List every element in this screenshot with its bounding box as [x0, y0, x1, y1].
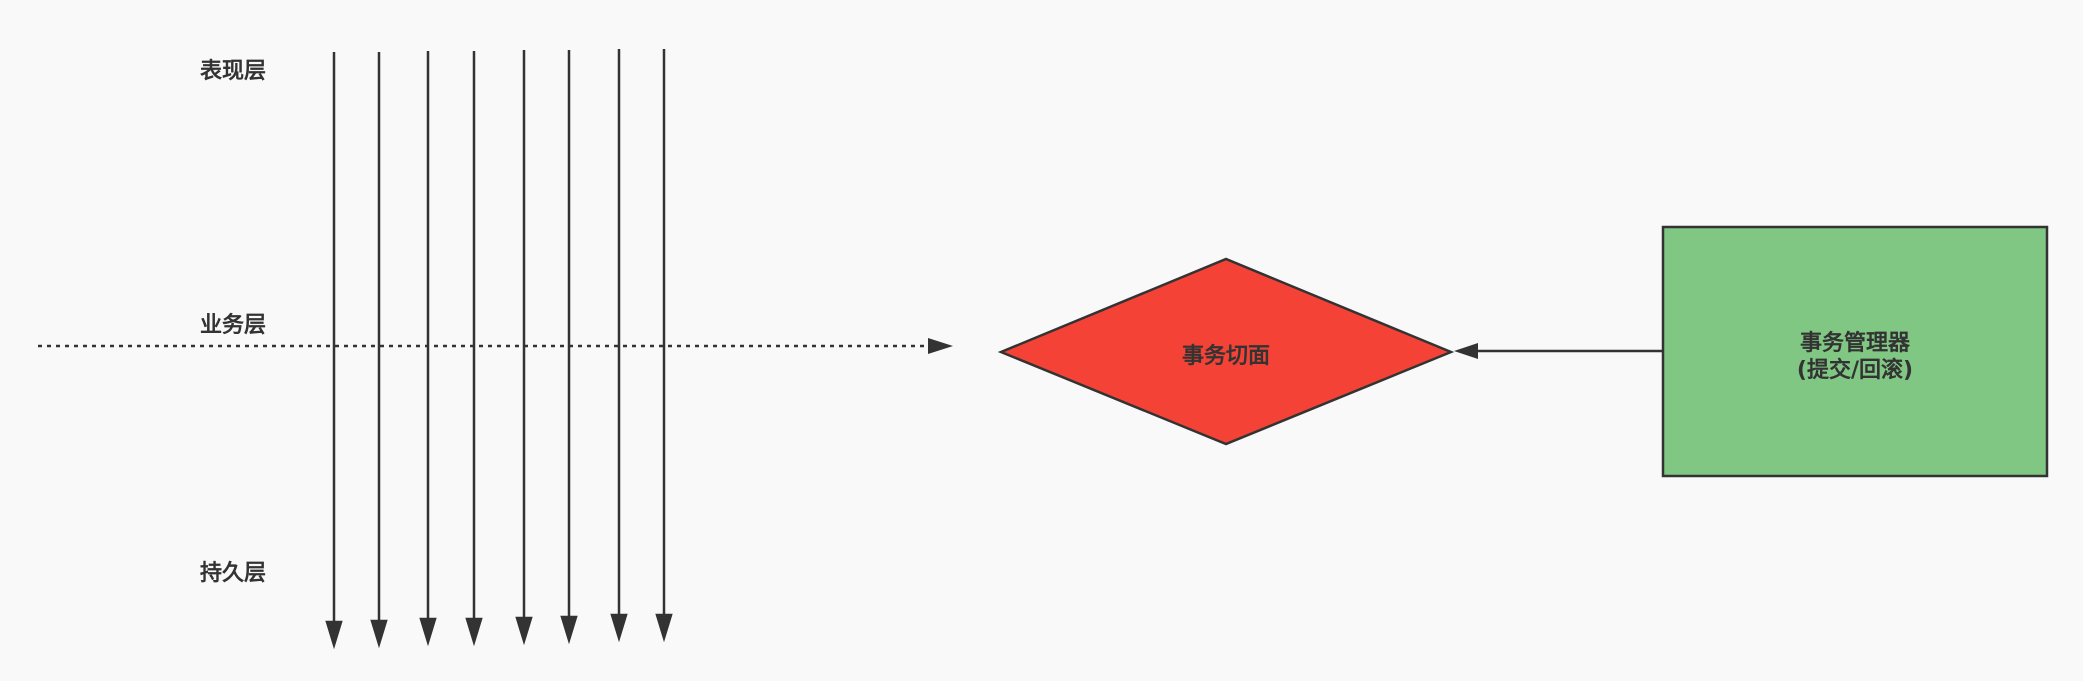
request-flow-arrowhead [610, 613, 628, 643]
manager-to-aspect-arrowhead [1454, 343, 1478, 359]
request-flow-arrowhead [370, 619, 388, 649]
request-flow-arrowhead [655, 613, 673, 643]
request-flow-arrows [325, 49, 673, 650]
layer-label-business: 业务层 [200, 313, 266, 338]
layer-label-presentation: 表现层 [200, 59, 266, 84]
request-flow-arrowhead [419, 617, 437, 647]
request-flow-arrowhead [465, 617, 483, 647]
request-flow-arrowhead [515, 616, 533, 646]
transaction-manager-sublabel: (提交/回滚) [1797, 357, 1913, 383]
request-flow-arrowhead [325, 620, 343, 650]
transaction-manager-label: 事务管理器 [1800, 330, 1911, 356]
layer-label-persistence: 持久层 [200, 560, 266, 586]
transaction-aspect-label: 事务切面 [1182, 343, 1270, 369]
transaction-manager-box [1661, 225, 2049, 478]
cross-cutting-arrowhead [928, 338, 953, 354]
transaction-aspect-diamond [997, 257, 1455, 446]
request-flow-arrowhead [560, 615, 578, 645]
